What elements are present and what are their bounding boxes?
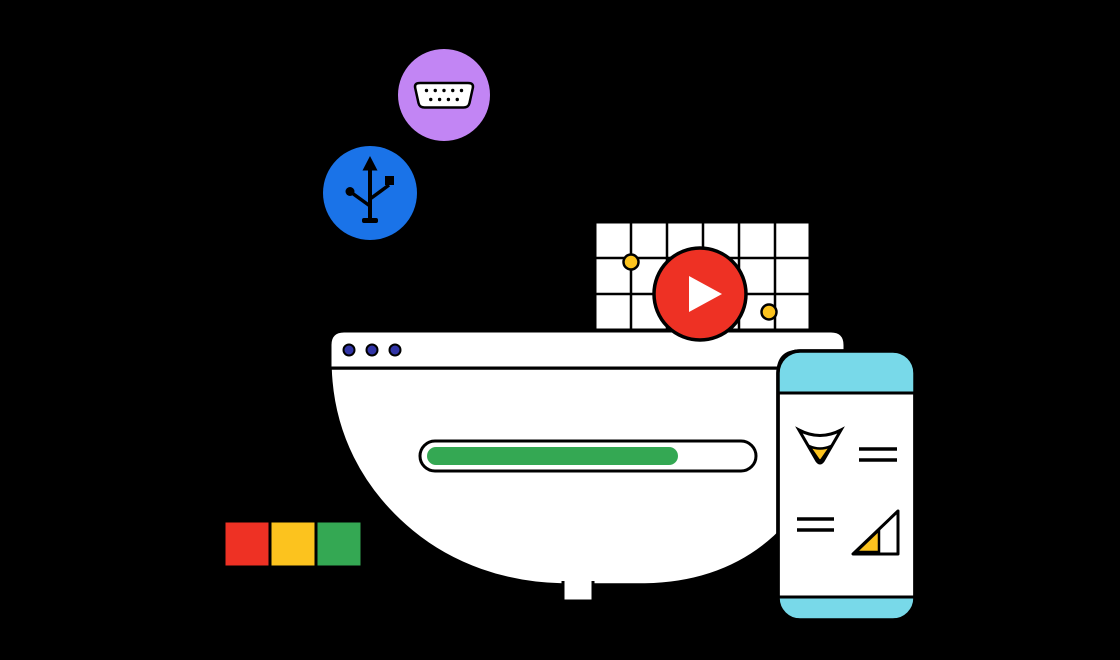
pin [429, 97, 433, 102]
serial-port-pins [424, 88, 464, 102]
phone [776, 349, 917, 622]
pin [424, 88, 429, 93]
usb-branch-left [350, 191, 372, 208]
signal-wedge-fill [852, 527, 881, 554]
pin [433, 88, 437, 93]
browser-window [328, 329, 847, 603]
toolbar-dot [365, 343, 379, 357]
signal-strength-icon [851, 509, 900, 556]
wifi-detail-lines [859, 447, 897, 462]
wifi-fan [795, 426, 845, 465]
play-button [652, 246, 748, 342]
swatch-red [222, 519, 272, 569]
toolbar-dot [388, 343, 402, 357]
pin [442, 88, 446, 93]
browser-foot-tab [561, 581, 595, 603]
wifi-icon [795, 426, 845, 465]
usb-base [362, 218, 378, 223]
usb-badge [323, 146, 417, 240]
usb-branch-circle [345, 187, 355, 196]
usb-icon [345, 156, 394, 223]
wifi-fan-fill [805, 442, 835, 462]
pin [451, 88, 455, 93]
color-swatches [222, 519, 364, 569]
play-icon [689, 276, 722, 312]
phone-bottom-band [776, 595, 917, 622]
swatch-yellow [268, 519, 318, 569]
toolbar-dot [342, 343, 356, 357]
swatch-green [314, 519, 364, 569]
serial-port-icon [413, 81, 475, 109]
grid-node-dot [760, 303, 778, 321]
phone-top-band [776, 349, 917, 395]
browser-toolbar [328, 329, 847, 370]
signal-detail-lines [797, 517, 834, 532]
phone-outline [776, 349, 917, 622]
pin [455, 97, 459, 102]
usb-arrow [362, 156, 378, 171]
usb-branch-right [368, 183, 391, 201]
pin [459, 88, 464, 93]
usb-branch-square [385, 176, 394, 185]
pin [446, 97, 451, 102]
grid-node-dot [622, 253, 640, 271]
progress-fill [427, 447, 678, 465]
pin [437, 97, 442, 102]
serial-port-badge [398, 49, 490, 141]
